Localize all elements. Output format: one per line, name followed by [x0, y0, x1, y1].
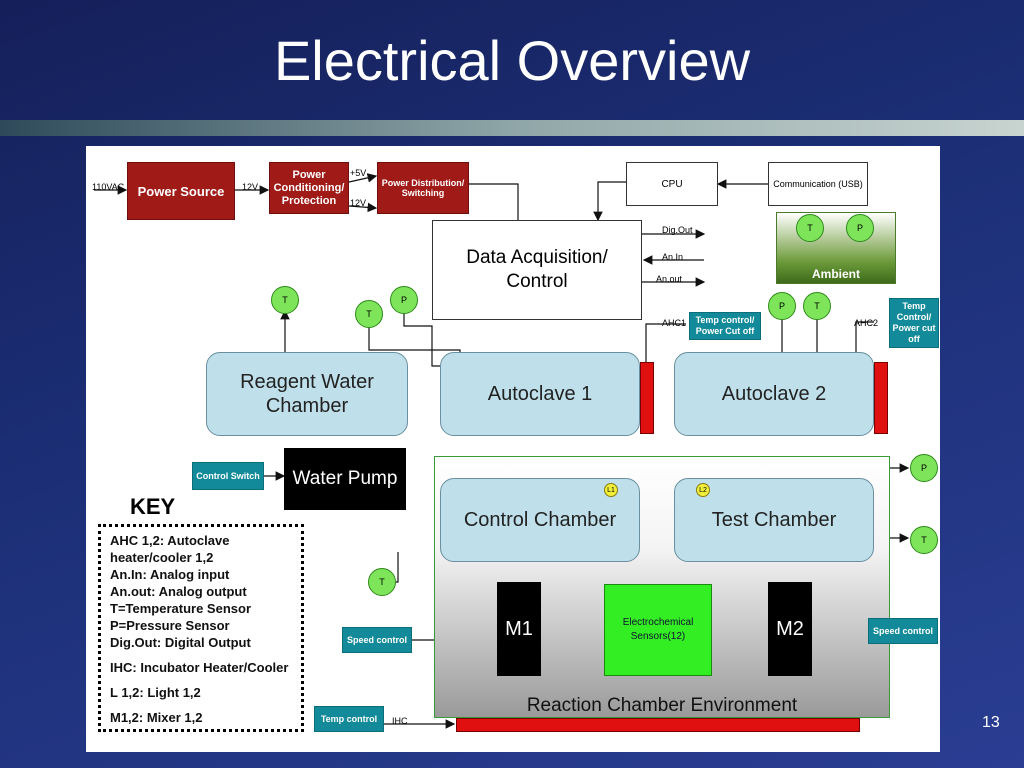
label-12v-b: 12V	[350, 198, 367, 208]
diagram-canvas: 110VAC Power Source 12V Power Conditioni…	[86, 146, 940, 752]
label-110vac: 110VAC	[92, 182, 125, 192]
mixer-m2: M2	[768, 582, 812, 676]
cpu-block: CPU	[626, 162, 718, 206]
data-acquisition-block: Data Acquisition/ Control	[432, 220, 642, 320]
light-2-indicator: L2	[696, 483, 710, 497]
key-title: KEY	[130, 494, 176, 519]
light-1-indicator: L1	[604, 483, 618, 497]
autoclave2-pressure-sensor: P	[768, 292, 796, 320]
label-an-in: An.In	[662, 252, 684, 262]
key-line: M1,2: Mixer 1,2	[110, 710, 203, 725]
ambient-label: Ambient	[812, 267, 860, 281]
autoclave-1: Autoclave 1	[440, 352, 640, 436]
power-distribution-block: Power Distribution/ Switching	[377, 162, 469, 214]
autoclave2-temperature-sensor: T	[803, 292, 831, 320]
label-ihc: IHC	[392, 716, 408, 726]
key-line: P=Pressure Sensor	[110, 618, 230, 633]
ambient-pressure-sensor: P	[846, 214, 874, 242]
environment-temperature-sensor: T	[910, 526, 938, 554]
autoclave-2: Autoclave 2	[674, 352, 874, 436]
mixer-m1: M1	[497, 582, 541, 676]
label-an-out: An.out	[656, 274, 683, 284]
communication-usb-block: Communication (USB)	[768, 162, 868, 206]
electrochemical-sensors-block: Electrochemical Sensors(12)	[604, 584, 712, 676]
label-5v: +5V	[350, 168, 367, 178]
page-title: Electrical Overview	[273, 29, 751, 92]
key-line: An.In: Analog input	[110, 567, 230, 582]
label-ahc1: AHC1	[662, 318, 687, 328]
incubator-heater-cooler-bar	[456, 718, 860, 732]
key-line: An.out: Analog output	[110, 584, 247, 599]
speed-control-left: Speed control	[342, 627, 412, 653]
page-number: 13	[982, 714, 1000, 731]
temp-control-ihc: Temp control	[314, 706, 384, 732]
key-line: AHC 1,2: Autoclave	[110, 533, 230, 548]
power-source-block: Power Source	[127, 162, 235, 220]
autoclave1-temperature-sensor: T	[355, 300, 383, 328]
reagent-temperature-sensor: T	[271, 286, 299, 314]
key-line: heater/cooler 1,2	[110, 550, 214, 565]
autoclave1-heater	[640, 362, 654, 434]
environment-pressure-sensor: P	[910, 454, 938, 482]
autoclave1-pressure-sensor: P	[390, 286, 418, 314]
reagent-water-chamber: Reagent Water Chamber	[206, 352, 408, 436]
key-line: L 1,2: Light 1,2	[110, 685, 201, 700]
power-conditioning-block: Power Conditioning/ Protection	[269, 162, 349, 214]
key-legend-box: AHC 1,2: Autoclave heater/cooler 1,2 An.…	[98, 524, 304, 732]
control-switch: Control Switch	[192, 462, 264, 490]
ambient-temperature-sensor: T	[796, 214, 824, 242]
reaction-chamber-label: Reaction Chamber Environment	[526, 695, 798, 716]
temp-control-power-cut-2: Temp Control/ Power cut off	[889, 298, 939, 348]
key-line: T=Temperature Sensor	[110, 601, 252, 616]
label-12v: 12V	[242, 182, 259, 192]
autoclave2-heater	[874, 362, 888, 434]
key-line: IHC: Incubator Heater/Cooler	[110, 660, 289, 675]
key-line: Dig.Out: Digital Output	[110, 635, 251, 650]
temp-control-power-cut-1: Temp control/ Power Cut off	[689, 312, 761, 340]
water-pump-block: Water Pump	[284, 448, 406, 510]
title-divider-bar	[0, 120, 1024, 136]
label-ahc2: AHC2	[854, 318, 879, 328]
ambient-block: Ambient	[776, 212, 896, 284]
control-chamber-temperature-sensor: T	[368, 568, 396, 596]
speed-control-right: Speed control	[868, 618, 938, 644]
label-dig-out: Dig.Out	[662, 225, 693, 235]
